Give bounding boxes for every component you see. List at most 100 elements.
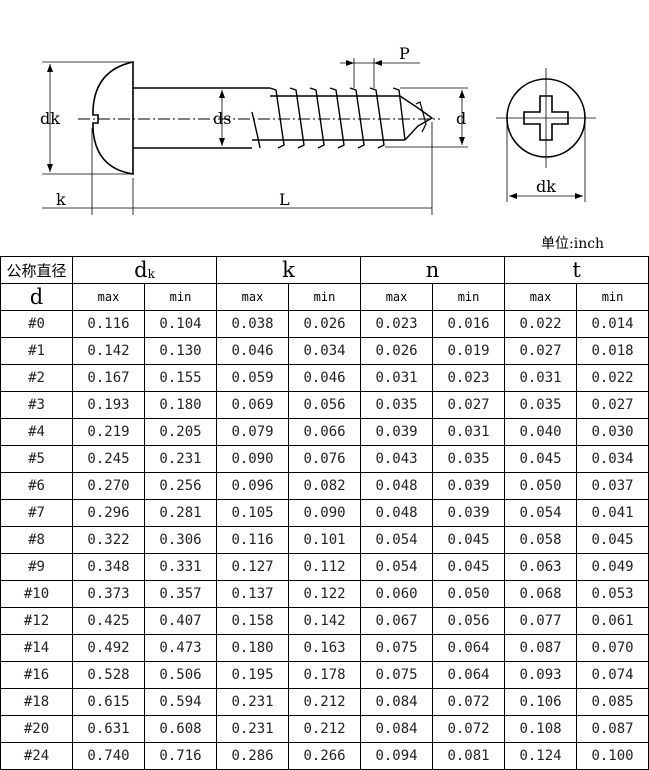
value-cell: 0.058 [504,526,578,554]
value-cell: 0.094 [360,742,434,770]
value-cell: 0.163 [288,634,362,662]
value-cell: 0.054 [504,499,578,527]
value-cell: 0.093 [504,661,578,689]
value-cell: 0.026 [360,337,434,365]
value-cell: 0.040 [504,418,578,446]
value-cell: 0.492 [72,634,145,662]
value-cell: 0.127 [216,553,290,581]
value-cell: 0.716 [143,742,218,770]
value-cell: 0.631 [72,715,145,743]
value-cell: 0.046 [216,337,290,365]
size-cell: #2 [0,364,73,392]
value-cell: 0.022 [504,310,578,338]
d-label: d [456,109,466,128]
value-cell: 0.060 [360,580,434,608]
dk-group-header: dk [71,256,218,284]
value-cell: 0.180 [143,391,218,419]
n-min-header: min [432,283,506,311]
size-cell: #3 [0,391,73,419]
value-cell: 0.039 [432,472,506,500]
value-cell: 0.594 [143,688,218,716]
value-cell: 0.506 [143,661,218,689]
size-cell: #8 [0,526,73,554]
value-cell: 0.178 [288,661,362,689]
k-label: k [56,190,66,209]
value-cell: 0.108 [504,715,578,743]
value-cell: 0.407 [143,607,218,635]
value-cell: 0.053 [576,580,649,608]
value-cell: 0.473 [143,634,218,662]
value-cell: 0.069 [216,391,290,419]
value-cell: 0.104 [143,310,218,338]
value-cell: 0.075 [360,634,434,662]
value-cell: 0.090 [216,445,290,473]
value-cell: 0.056 [432,607,506,635]
value-cell: 0.050 [504,472,578,500]
k-max-header: max [216,283,290,311]
dk-max-header: max [72,283,145,311]
value-cell: 0.373 [72,580,145,608]
value-cell: 0.180 [216,634,290,662]
n-max-header: max [360,283,434,311]
value-cell: 0.087 [576,715,649,743]
value-cell: 0.045 [432,526,506,554]
value-cell: 0.038 [216,310,290,338]
value-cell: 0.105 [216,499,290,527]
value-cell: 0.081 [432,742,506,770]
value-cell: 0.085 [576,688,649,716]
value-cell: 0.034 [576,445,649,473]
value-cell: 0.212 [288,715,362,743]
value-cell: 0.106 [504,688,578,716]
value-cell: 0.608 [143,715,218,743]
value-cell: 0.056 [288,391,362,419]
size-cell: #0 [0,310,73,338]
size-cell: #4 [0,418,73,446]
value-cell: 0.286 [216,742,290,770]
value-cell: 0.054 [360,553,434,581]
screw-technical-drawing: dk ds k L P d dk 单位:inch [0,0,649,256]
value-cell: 0.266 [288,742,362,770]
value-cell: 0.072 [432,715,506,743]
t-group-header: t [504,256,649,284]
size-cell: #6 [0,472,73,500]
value-cell: 0.167 [72,364,145,392]
value-cell: 0.018 [576,337,649,365]
value-cell: 0.074 [576,661,649,689]
value-cell: 0.256 [143,472,218,500]
value-cell: 0.067 [360,607,434,635]
value-cell: 0.048 [360,499,434,527]
value-cell: 0.077 [504,607,578,635]
value-cell: 0.027 [504,337,578,365]
value-cell: 0.048 [360,472,434,500]
value-cell: 0.049 [576,553,649,581]
value-cell: 0.063 [504,553,578,581]
size-cell: #20 [0,715,73,743]
k-min-header: min [288,283,362,311]
value-cell: 0.306 [143,526,218,554]
value-cell: 0.158 [216,607,290,635]
value-cell: 0.281 [143,499,218,527]
value-cell: 0.014 [576,310,649,338]
value-cell: 0.026 [288,310,362,338]
value-cell: 0.090 [288,499,362,527]
value-cell: 0.231 [216,688,290,716]
t-min-header: min [576,283,649,311]
ds-label: ds [213,109,231,128]
value-cell: 0.031 [432,418,506,446]
value-cell: 0.296 [72,499,145,527]
value-cell: 0.112 [288,553,362,581]
screw-side-and-top-view: dk ds k L P d dk [40,44,596,215]
dk-side-label: dk [40,109,60,128]
unit-label: 单位:inch [541,236,605,252]
